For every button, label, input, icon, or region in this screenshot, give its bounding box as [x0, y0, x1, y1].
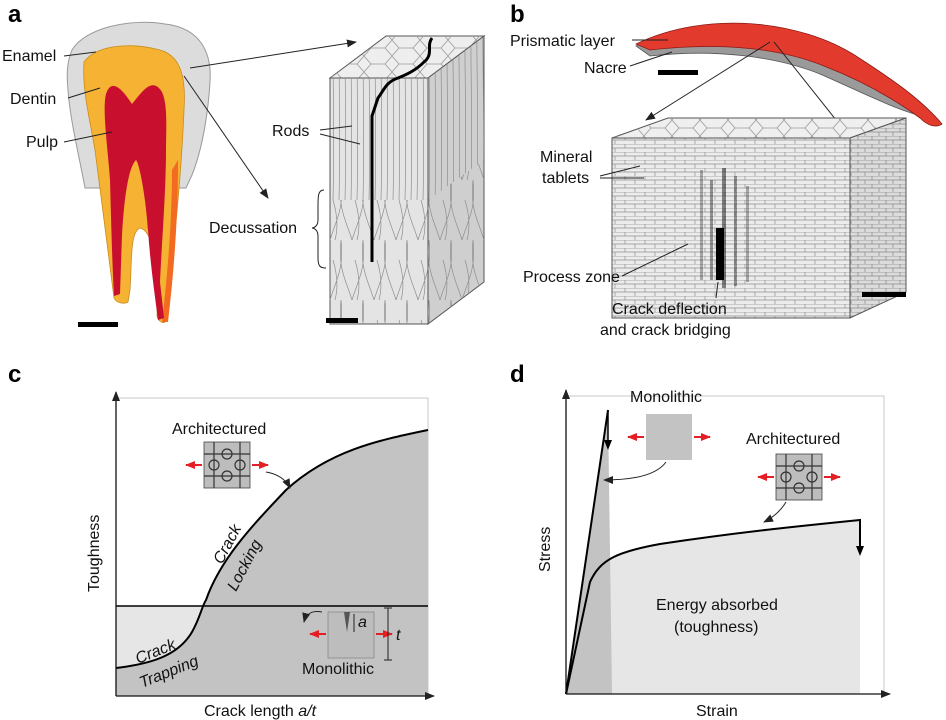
label-process-zone: Process zone	[523, 269, 620, 286]
leader-rods-1	[319, 125, 353, 131]
scale-bar-b-block	[862, 292, 906, 297]
monolithic-failure-arrowhead	[604, 440, 612, 450]
leader-pulp	[63, 131, 113, 143]
label-mineral: Mineral	[540, 149, 592, 166]
crack-line	[370, 37, 434, 262]
label-enamel: Enamel	[2, 48, 56, 65]
panel-b: b Prismatic layer Nacre	[510, 1, 943, 339]
monolithic-stress-line	[565, 409, 609, 695]
label-prismatic-layer: Prismatic layer	[510, 33, 616, 50]
leader-crack	[715, 281, 719, 299]
architectured-failure-arrowhead	[856, 546, 864, 556]
label-architectured-d: Architectured	[746, 431, 840, 448]
arrow-arch-to-curve	[265, 471, 291, 489]
panel-letter-a: a	[8, 1, 22, 28]
architectured-puzzle-c	[203, 441, 251, 489]
process-zone-marks	[700, 168, 749, 288]
shell-illustration	[635, 22, 943, 127]
label-t: t	[396, 627, 401, 644]
label-crack-bridging: and crack bridging	[600, 322, 731, 339]
panel-letter-c: c	[8, 361, 21, 388]
leader-nacre	[629, 51, 673, 67]
architectured-stress-curve	[565, 518, 861, 695]
prismatic-layer	[635, 22, 943, 127]
leader-rods-2	[319, 133, 361, 145]
label-decussation: Decussation	[209, 220, 297, 237]
toughness-curve	[115, 429, 429, 669]
nacre-block	[611, 117, 907, 319]
leader-dentin	[67, 87, 101, 99]
tooth-illustration	[66, 21, 211, 323]
arrow-to-block-top	[189, 39, 357, 69]
panel-c: c Toughness Crack length a/t Architectur…	[8, 361, 435, 720]
root-edge-shape	[162, 160, 178, 322]
x-axis-label-c-prefix: Crack length	[204, 703, 298, 720]
label-monolithic-d: Monolithic	[630, 389, 702, 406]
monolithic-inset-d	[646, 414, 692, 460]
x-axis-label-d: Strain	[696, 703, 738, 720]
y-axis-label-c: Toughness	[86, 515, 103, 592]
brace-decussation	[311, 189, 327, 269]
label-pulp: Pulp	[26, 134, 58, 151]
architectured-puzzle-d	[775, 453, 823, 501]
arrow-shell-left	[645, 41, 771, 121]
arrow-arch-to-curve-d	[763, 501, 787, 523]
label-crack-deflection: Crack deflection	[612, 301, 727, 318]
scale-bar-a-tooth	[78, 322, 118, 327]
scale-bar-b-shell	[658, 70, 698, 75]
panel-letter-d: d	[510, 361, 525, 388]
y-axis-label-d: Stress	[537, 527, 554, 572]
label-nacre: Nacre	[584, 60, 627, 77]
label-monolithic-c: Monolithic	[302, 661, 374, 678]
enamel-block	[328, 35, 486, 325]
label-toughness: (toughness)	[674, 619, 759, 636]
label-energy-absorbed: Energy absorbed	[656, 597, 778, 614]
monolithic-inset-c	[327, 611, 375, 659]
panel-letter-b: b	[510, 1, 525, 28]
energy-absorbed-region	[566, 520, 860, 694]
label-architectured-c: Architectured	[172, 421, 266, 438]
arrow-to-block-bottom	[183, 75, 269, 199]
pulp-shape	[104, 85, 167, 320]
x-axis-label-c: Crack length a/t	[204, 703, 317, 720]
panel-a: a Enamel Dentin Pulp	[2, 1, 486, 327]
scale-bar-a-block	[326, 318, 358, 323]
label-tablets: tablets	[542, 170, 589, 187]
leader-tablets-1	[599, 165, 641, 177]
arrow-mono-to-line	[603, 461, 667, 484]
label-a: a	[358, 614, 367, 631]
label-dentin: Dentin	[10, 91, 56, 108]
arrow-mono-to-plateau	[302, 611, 323, 623]
x-axis-label-c-italic: a/t	[298, 703, 316, 720]
panel-d: d Stress Strain Monolithic Architectured	[510, 361, 891, 720]
label-rods: Rods	[272, 123, 309, 140]
leader-process-zone	[621, 243, 689, 277]
leader-enamel	[63, 51, 97, 57]
